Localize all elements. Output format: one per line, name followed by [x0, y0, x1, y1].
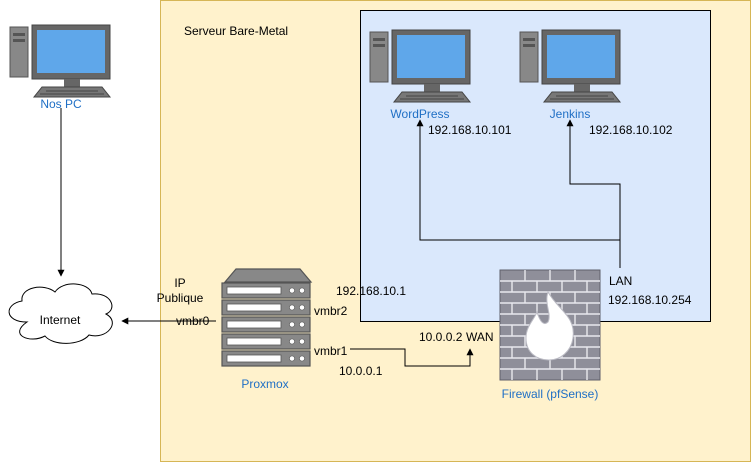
nos-pc-icon [9, 24, 111, 98]
lan-jenkins-connector [566, 119, 621, 240]
vmbr1-ip: 10.0.0.1 [339, 364, 383, 378]
firewall-label: Firewall (pfSense) [502, 387, 599, 401]
wordpress-label: WordPress [390, 107, 449, 121]
lan-ip: 192.168.10.254 [608, 293, 692, 307]
vmbr0-label: vmbr0 [176, 314, 210, 328]
jenkins-ip: 192.168.10.102 [589, 123, 673, 137]
internet-cloud-icon [8, 283, 113, 344]
proxmox-label: Proxmox [241, 377, 288, 391]
ip-label-line2: Publique [157, 291, 204, 305]
lan-wordpress-connector [416, 119, 621, 268]
wan-label: WAN [466, 330, 494, 344]
wan-ip: 10.0.0.2 [419, 330, 463, 344]
internet-label: Internet [40, 313, 81, 327]
jenkins-label: Jenkins [550, 107, 591, 121]
vmbr2-label: vmbr2 [314, 304, 348, 318]
vmbr2-ip: 192.168.10.1 [336, 284, 406, 298]
nos-pc-label: Nos PC [40, 97, 82, 111]
lan-label: LAN [609, 274, 632, 288]
ip-label-line1: IP [174, 276, 185, 290]
flame-icon [525, 290, 574, 361]
server-title: Serveur Bare-Metal [184, 24, 288, 38]
vmbr1-label: vmbr1 [314, 344, 348, 358]
wordpress-ip: 192.168.10.101 [428, 123, 512, 137]
vmbr1-wan-connector [350, 348, 474, 367]
proxmox-server-icon [221, 268, 313, 367]
firewall-icon [499, 269, 601, 381]
